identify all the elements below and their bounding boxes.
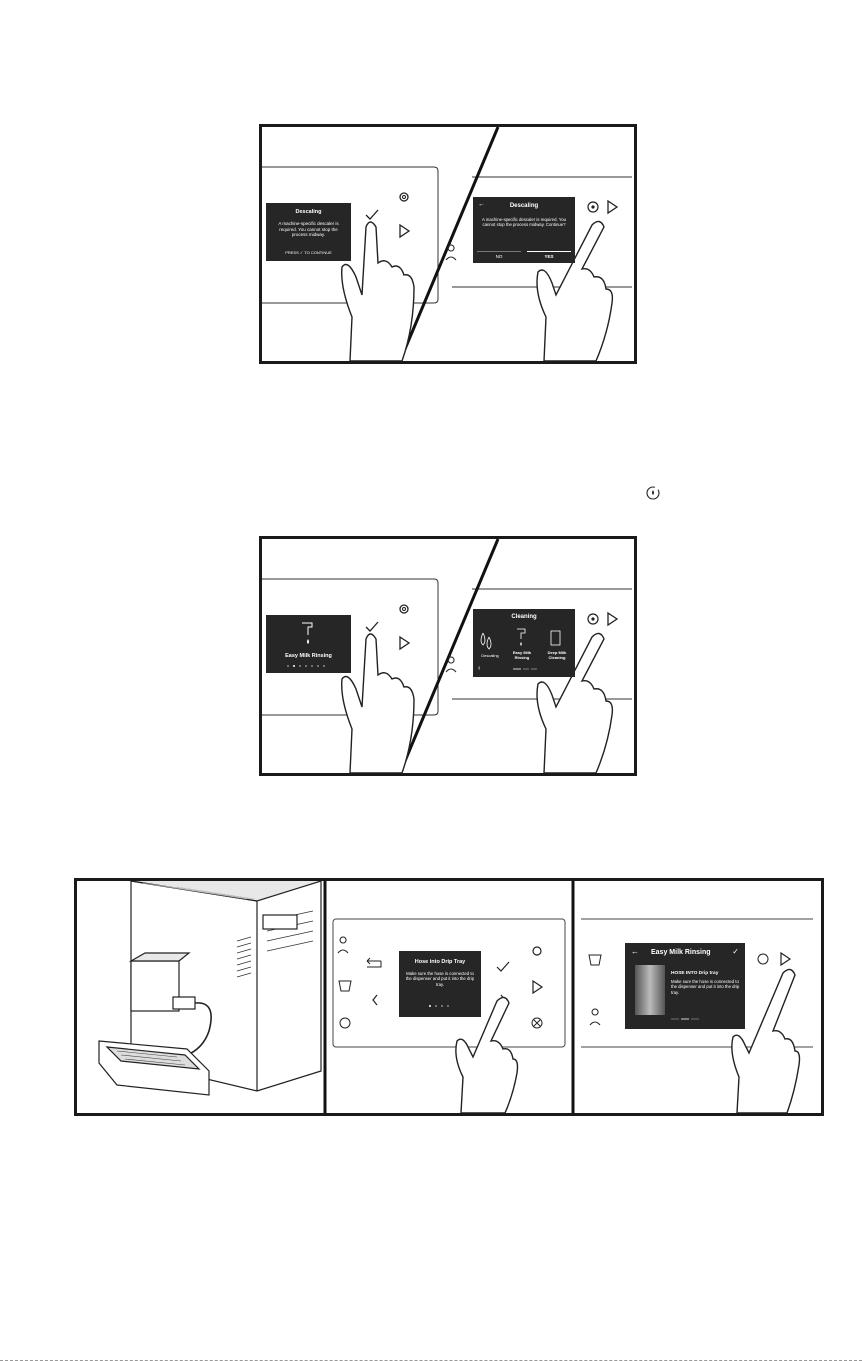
screen-body: A machine-specific descaler is required.… <box>481 217 567 228</box>
descale-icon[interactable] <box>587 201 599 213</box>
menu-item-descaling[interactable]: Descaling <box>481 653 499 658</box>
play-icon[interactable] <box>607 199 619 215</box>
chevron-left-icon[interactable] <box>372 994 378 1006</box>
figure2-background <box>262 539 632 773</box>
play-icon[interactable] <box>399 223 411 239</box>
hand-icon <box>341 220 614 361</box>
cleaning-menu-screen: Cleaning ‹ Descaling Easy Milk Rinsing D… <box>473 609 575 677</box>
back-icon[interactable] <box>366 957 382 968</box>
arrow-left-icon[interactable]: ← <box>631 947 639 956</box>
cup-icon <box>588 954 602 966</box>
screen-subtitle: HOSE INTO Drip tray <box>671 971 719 976</box>
hand-icon <box>455 968 801 1113</box>
check-icon[interactable]: ✓ <box>732 947 739 956</box>
descale-icon[interactable] <box>339 1017 351 1029</box>
person-icon[interactable] <box>337 936 349 954</box>
descaling-screen-right: ← Descaling A machine-specific descaler … <box>473 197 575 263</box>
milk-rinse-icon <box>287 622 325 667</box>
screen-body: Make sure the hose is connected to the d… <box>405 971 475 987</box>
descale-icon[interactable] <box>587 613 599 625</box>
play-icon[interactable] <box>532 979 544 995</box>
descale-icon <box>646 486 660 500</box>
hand-icon <box>341 632 614 773</box>
easy-milk-rinsing-hose-screen: ← Easy Milk Rinsing ✓ HOSE INTO Drip tra… <box>625 943 745 1029</box>
figure1-background <box>262 127 632 361</box>
figure-hose-drip-tray: Hose into Drip Tray Make sure the hose i… <box>74 878 824 1116</box>
press-to-continue: PRESS ✓ TO CONTINUE <box>266 250 351 255</box>
gear-icon[interactable] <box>399 604 409 614</box>
screen-title: Descaling <box>509 203 539 209</box>
descale-icon[interactable] <box>757 953 769 965</box>
figure-descaling-confirm: Descaling A machine-specific descaler is… <box>259 124 637 364</box>
person-icon <box>445 244 457 261</box>
screen-title: Easy Milk Rinsing <box>651 949 711 956</box>
person-icon <box>445 656 457 673</box>
coffee-machine-illustration <box>98 881 322 1096</box>
screen-label: Easy Milk Rinsing <box>285 653 332 659</box>
check-icon[interactable] <box>365 209 379 220</box>
screen-title: Hose into Drip Tray <box>414 959 466 965</box>
arrow-left-icon[interactable]: ← <box>478 201 485 208</box>
press-label: PRESS <box>285 250 299 255</box>
screen-body: Make sure the hose is connected to the d… <box>671 979 740 995</box>
screen-title: Cleaning <box>511 614 537 620</box>
play-icon[interactable] <box>607 611 619 627</box>
figure3-background <box>98 881 813 1113</box>
gear-icon[interactable] <box>532 946 542 956</box>
check-icon[interactable] <box>496 961 510 972</box>
no-button[interactable]: NO <box>477 251 521 259</box>
cancel-icon[interactable] <box>531 1017 543 1029</box>
check-icon: ✓ <box>299 250 304 255</box>
descaling-screen-left: Descaling A machine-specific descaler is… <box>266 203 351 261</box>
chevron-left-icon[interactable]: ‹ <box>478 665 481 672</box>
hose-illustration <box>635 965 665 1015</box>
person-icon <box>589 1008 601 1026</box>
cleaning-icons <box>480 628 561 670</box>
screen-body: A machine-specific descaler is required.… <box>278 221 339 238</box>
play-icon[interactable] <box>399 635 411 651</box>
play-icon[interactable] <box>780 951 792 967</box>
menu-item-deep-milk-cleaning[interactable]: Deep Milk Cleaning <box>547 650 567 660</box>
check-icon[interactable] <box>365 621 379 632</box>
screen-title: Descaling <box>295 209 322 215</box>
page-indicator <box>429 1005 449 1007</box>
easy-milk-rinsing-screen: Easy Milk Rinsing <box>266 615 351 673</box>
cup-icon[interactable] <box>338 980 352 992</box>
hose-into-drip-tray-screen: Hose into Drip Tray Make sure the hose i… <box>399 951 481 1017</box>
gear-icon[interactable] <box>399 192 409 202</box>
progress-indicator <box>671 1018 699 1020</box>
figure-cleaning-menu: Easy Milk Rinsing Cleaning ‹ Descaling E… <box>259 536 637 776</box>
menu-item-easy-milk-rinsing[interactable]: Easy Milk Rinsing <box>512 650 532 660</box>
continue-label: TO CONTINUE <box>304 250 332 255</box>
yes-button[interactable]: YES <box>527 251 571 259</box>
